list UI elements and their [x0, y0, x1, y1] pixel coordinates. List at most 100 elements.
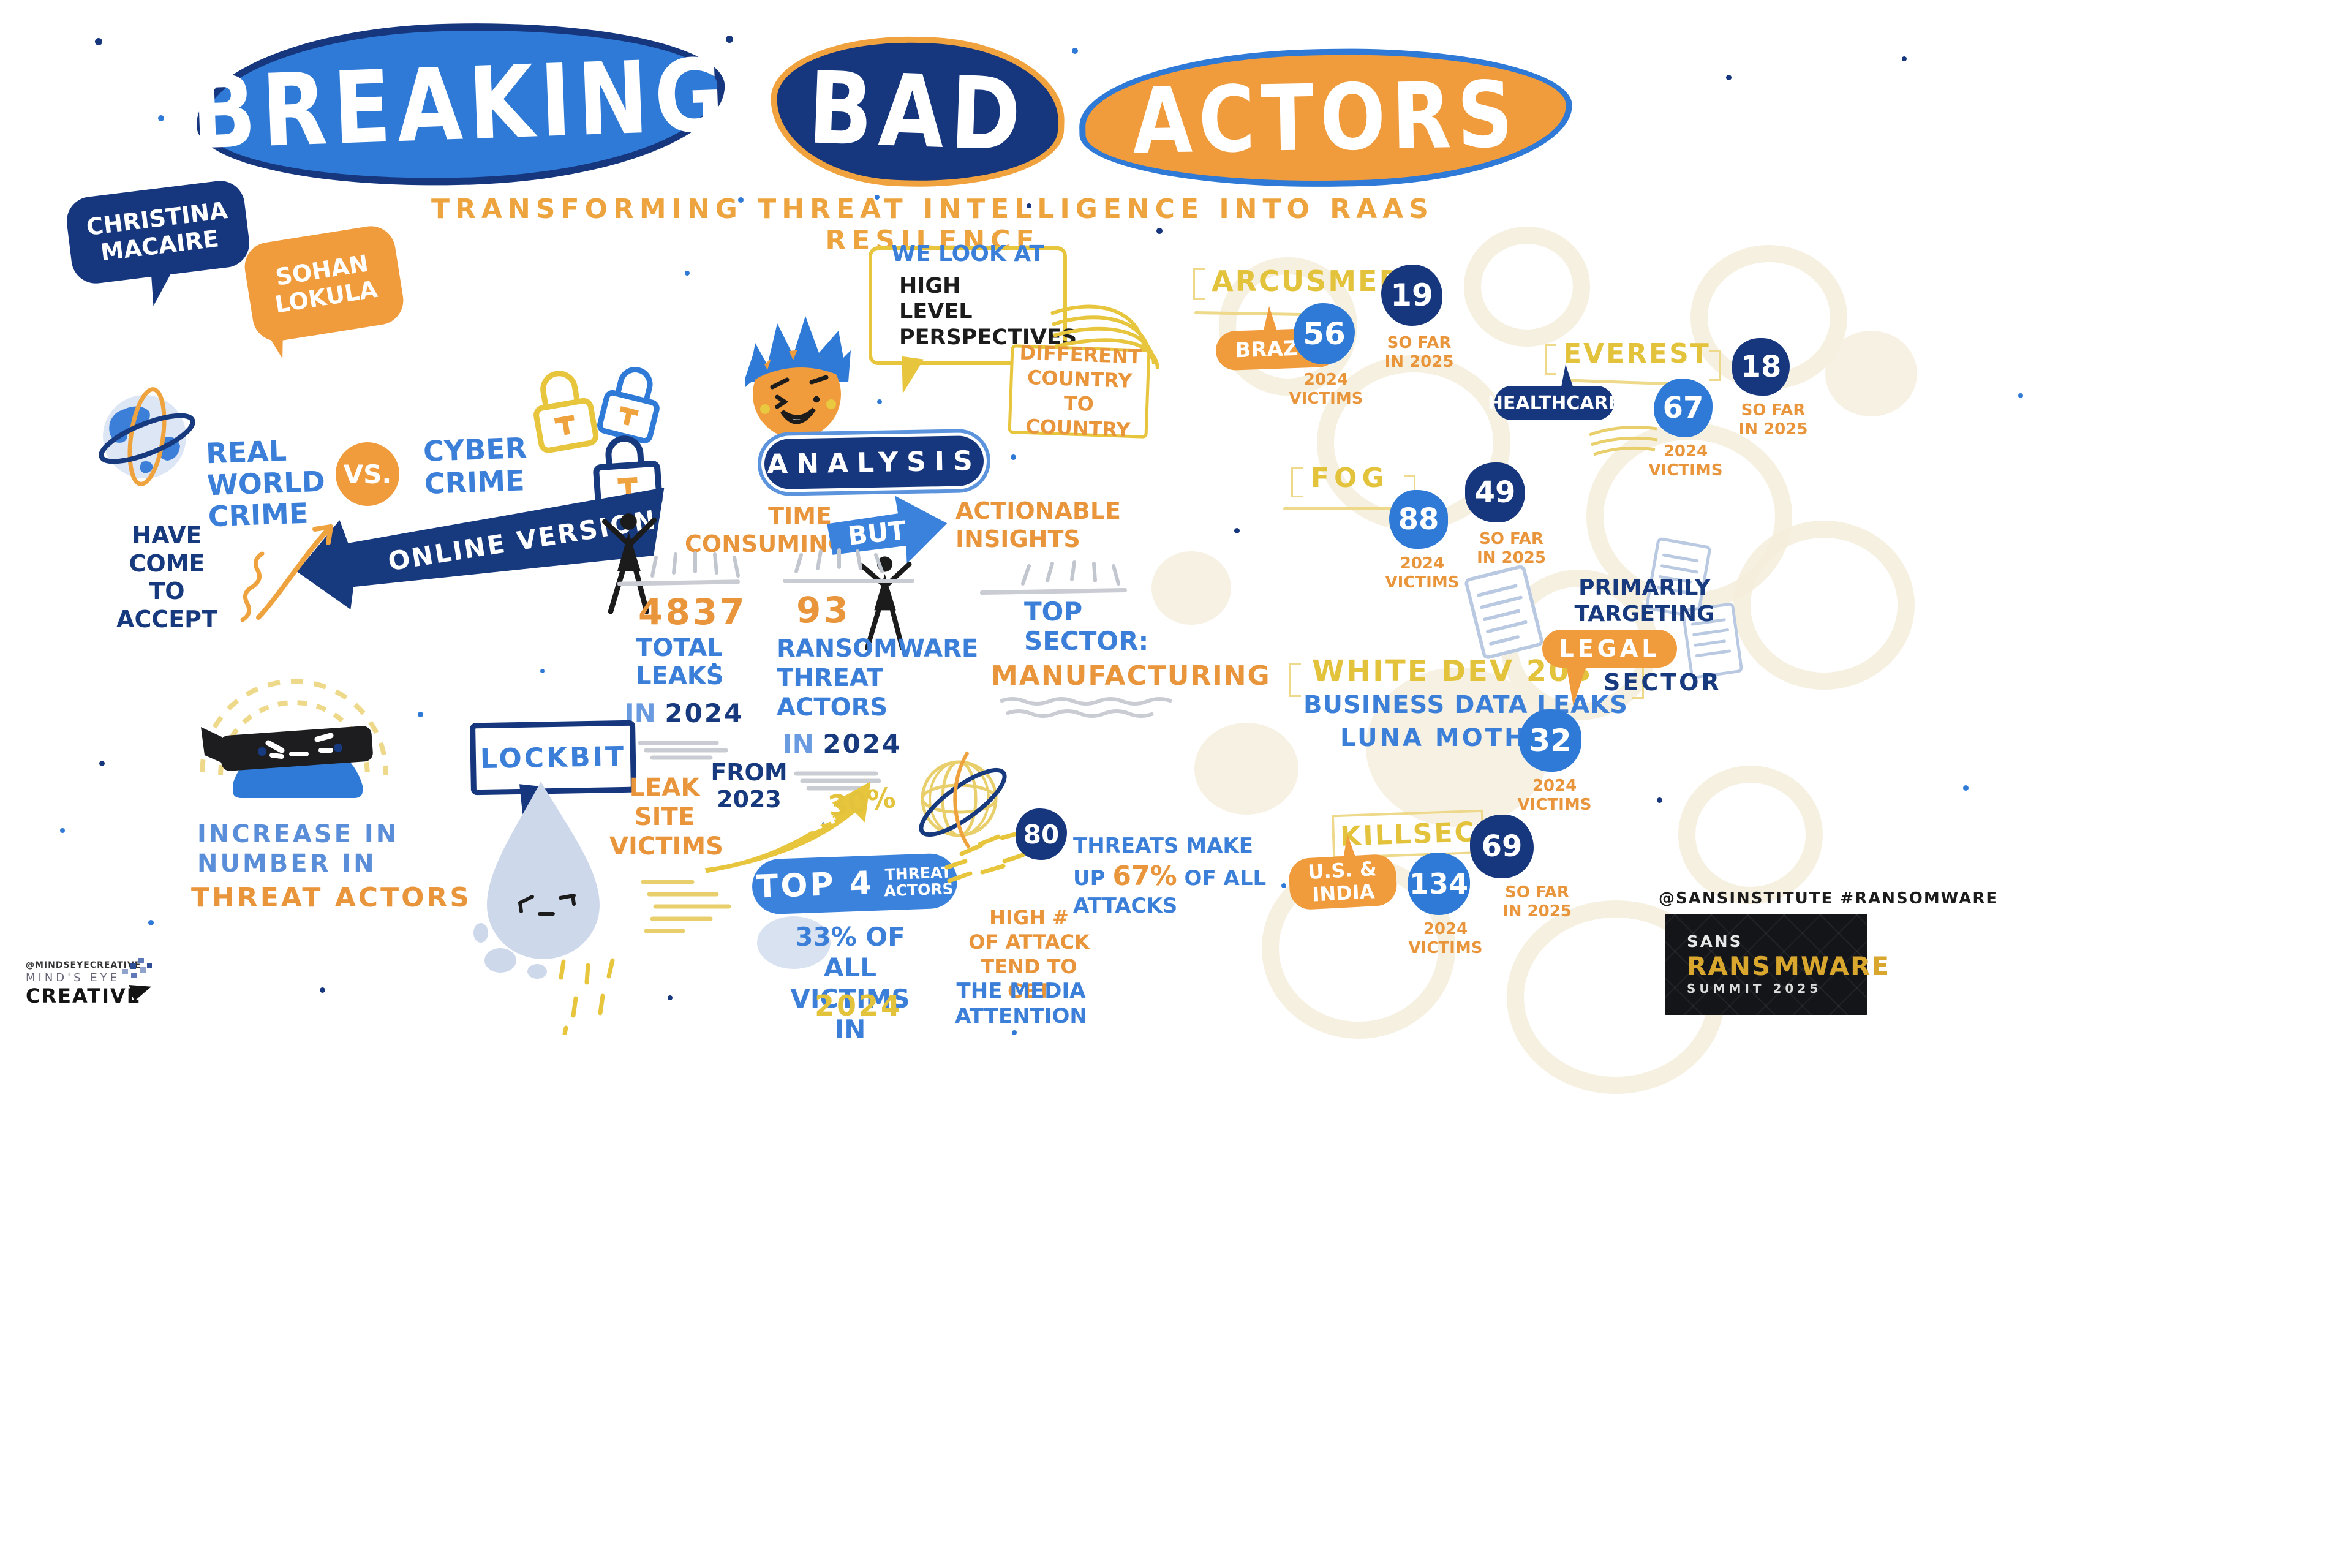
squiggle-underline [999, 697, 1173, 718]
everest-tag-tail [1561, 364, 1574, 390]
sad-drop-icon [473, 782, 600, 979]
summit-banner: SANS RANS MWARE SUMMIT 2025 [1665, 914, 1889, 1015]
scribble-underline [794, 771, 881, 791]
everest-sofar-2025: 18 [1740, 350, 1782, 384]
total-leaks-year-line: IN 2024 [625, 698, 744, 728]
arcusmedia-victims-2024: 56 [1303, 316, 1346, 352]
top-sector-label: TOP SECTOR: [1024, 597, 1149, 657]
summit-sub: SUMMIT 2025 [1687, 981, 1822, 996]
killsec-victims-caption: 2024 VICTIMS [1408, 920, 1483, 957]
media-attention-blue: THE MEDIA ATTENTION [955, 979, 1087, 1028]
arcusmedia-victims-caption: 2024 VICTIMS [1289, 371, 1363, 408]
attack-share-text: THREATS MAKE UP 67% OF ALL ATTACKS [1073, 833, 1275, 919]
spark-dashes-icon [650, 551, 740, 578]
cyber-crime-label: CYBER CRIME [423, 431, 527, 500]
country-arc-connector [1050, 304, 1159, 369]
country-callout-box: DIFFERENT COUNTRY TO COUNTRY [1008, 341, 1151, 442]
bracket-decoration [1291, 467, 1303, 497]
killsec-victims-2024: 134 [1409, 867, 1469, 900]
title-actors-blob: ACTORS [1078, 44, 1574, 192]
accept-arrow-squiggle [240, 524, 333, 622]
threat-count-circle: 80 [1016, 809, 1067, 860]
perspectives-statement: HIGH LEVEL PERSPECTIVES [899, 274, 1077, 350]
arcusmedia-tag-tail [1263, 306, 1278, 333]
masked-bandit-icon [200, 679, 389, 798]
total-year: 2024 [665, 698, 744, 728]
group-fog-title: FOG [1311, 462, 1389, 494]
fog-sofar-circle: 49 [1465, 462, 1525, 522]
everest-sector-tag: HEALTHCARE [1488, 386, 1621, 420]
top4-main: TOP 4 [755, 864, 875, 906]
killsec-sofar-caption: SO FAR IN 2025 [1502, 883, 1572, 921]
threat-count: 80 [1023, 819, 1060, 850]
fog-victims-caption: 2024 VICTIMS [1385, 554, 1460, 592]
summit-org: SANS [1687, 933, 1743, 951]
credit-logo: @MINDSEYECREATIVE MIND'S EYE CREATIVE [26, 958, 185, 1008]
whitedev-victims-2024: 32 [1529, 723, 1572, 758]
top4-pill: TOP 4 THREAT ACTORS [751, 853, 959, 915]
everest-sofar-circle: 18 [1732, 338, 1790, 396]
total-leaks-label: TOTAL LEAKS [636, 634, 724, 690]
actor-count-year-line: IN 2024 [783, 729, 902, 759]
globe-icon [99, 387, 195, 486]
drip-dashes-icon [559, 958, 615, 1035]
title-bad: BAD [806, 50, 1029, 174]
targeting-label: PRIMARILY TARGETING [1574, 575, 1715, 627]
arcusmedia-victims-circle: 56 [1294, 303, 1355, 364]
wireframe-globe-icon [919, 751, 1007, 849]
title-breaking: BREAKING [189, 36, 732, 172]
whitedev-victims-circle: 32 [1519, 709, 1581, 772]
speaker1-name: CHRISTINA MACAIRE [85, 197, 229, 266]
killsec-tag-tail [1343, 834, 1357, 862]
bracket-decoration [1545, 344, 1556, 375]
threat-growth-line2: THREAT ACTORS [191, 882, 472, 913]
summit-title-right: MWARE [1774, 951, 1891, 981]
summit-title-row: RANS MWARE [1687, 951, 1889, 981]
legal-bubble-tail [1563, 665, 1586, 707]
speed-dashes-icon [944, 831, 1039, 883]
arcusmedia-sofar-circle: 19 [1381, 265, 1442, 326]
summit-title-left: RANS [1687, 951, 1772, 981]
perspectives-lead: WE LOOK AT [891, 241, 1044, 266]
top-sector-value: MANUFACTURING [991, 660, 1271, 692]
analysis-heading: ANALYSIS [766, 445, 982, 480]
stick-figure-icon [601, 513, 657, 614]
everest-sector-label: HEALTHCARE [1487, 392, 1621, 414]
document-icon [1464, 565, 1544, 659]
highlight-blob [757, 916, 831, 969]
killsec-victims-circle: 134 [1408, 853, 1470, 915]
threat-growth-line1: INCREASE IN NUMBER IN [197, 820, 399, 878]
actionable-insights-label: ACTIONABLE INSIGHTS [956, 497, 1121, 552]
total-leaks-value: 4837 [638, 591, 747, 633]
perspectives-bubble-tail [897, 356, 924, 396]
accept-note: HAVE COME TO ACCEPT [116, 522, 217, 633]
group-killsec-title: KILLSEC [1340, 816, 1477, 853]
bracket-decoration [1289, 663, 1301, 697]
title-bad-blob: BAD [767, 31, 1068, 192]
top4-stat-year: 2024 [815, 989, 903, 1022]
fog-sofar-2025: 49 [1474, 475, 1516, 510]
leak-site-victims-label: LEAK SITE VICTIMS [609, 774, 723, 861]
versus-badge: VS. [336, 442, 399, 506]
killsec-sofar-circle: 69 [1470, 815, 1534, 878]
spark-dashes-icon [794, 548, 884, 573]
mini-arcs-decoration [1589, 426, 1658, 456]
fog-victims-circle: 88 [1389, 490, 1448, 549]
attack-share-after: OF ALL ATTACKS [1073, 865, 1267, 918]
page-subtitle: TRANSFORMING THREAT INTELLIGENCE INTO RA… [431, 194, 1434, 256]
attack-share-before: THREATS MAKE UP [1073, 834, 1253, 891]
versus-label: VS. [343, 459, 392, 489]
credit-studio-2: CREATIVE [26, 984, 141, 1008]
fog-sofar-caption: SO FAR IN 2025 [1477, 530, 1546, 567]
lockbit-name: LOCKBIT [480, 741, 627, 775]
legal-highlight-label: LEGAL [1559, 635, 1660, 662]
analysis-pill: ANALYSIS [764, 435, 984, 490]
actors-in-word: IN [783, 729, 814, 759]
title-actors: ACTORS [1131, 61, 1520, 175]
whitedev-desc2: LUNA MOTH [1340, 724, 1528, 752]
lockbit-from-label: FROM 2023 [710, 759, 788, 813]
targeting-suffix: SECTOR [1604, 669, 1722, 696]
scribble-underline [638, 741, 728, 760]
document-icon [1681, 603, 1743, 679]
